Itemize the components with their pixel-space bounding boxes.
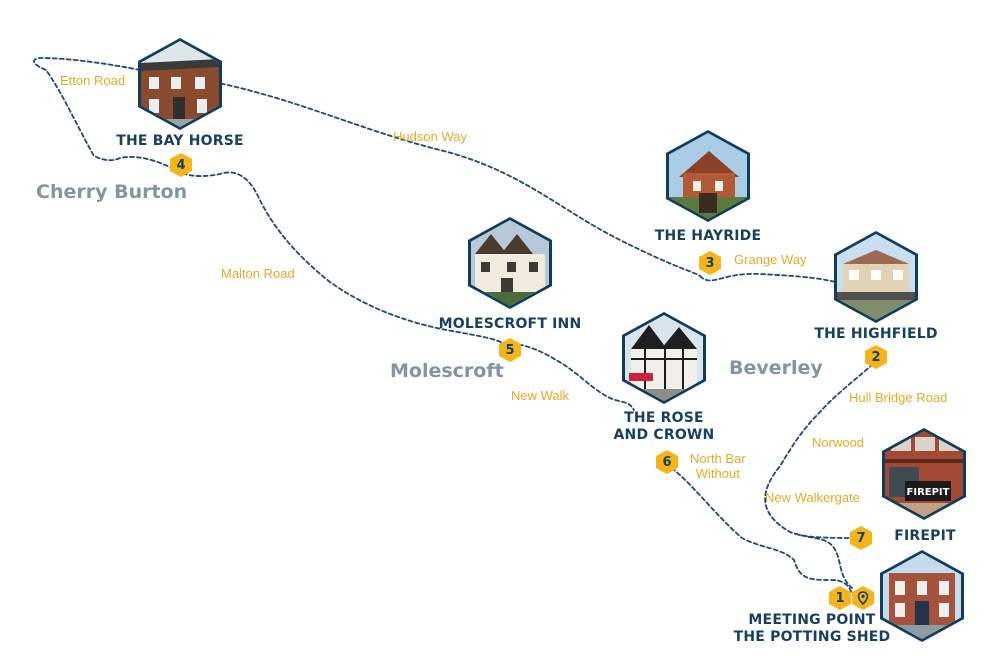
place-beverley: Beverley	[729, 357, 823, 379]
route-bay-horse-to-hayride	[213, 81, 701, 277]
molescroft-inn-image	[471, 220, 549, 306]
road-malton-road: Malton Road	[221, 266, 295, 281]
rose-and-crown-label: THE ROSE AND CROWN	[613, 410, 715, 443]
route-rose-to-meeting	[665, 463, 853, 595]
route-molescroft-to-rose	[504, 342, 635, 411]
stop-7-badge[interactable]: 7	[850, 526, 872, 550]
stop-6-badge[interactable]: 6	[656, 450, 678, 474]
route-highfield-to-meeting	[764, 363, 874, 589]
molescroft-inn-photo[interactable]	[468, 217, 552, 309]
place-molescroft: Molescroft	[390, 360, 504, 382]
road-hudson-way: Hudson Way	[393, 129, 467, 144]
stop-4-badge[interactable]: 4	[170, 153, 192, 177]
road-new-walkergate: New Walkergate	[765, 490, 860, 505]
road-etton-road: Etton Road	[60, 73, 126, 88]
potting-shed-label: MEETING POINT THE POTTING SHED	[733, 612, 891, 645]
road-new-walk: New Walk	[511, 388, 570, 403]
road-norwood: Norwood	[812, 435, 865, 450]
rose-and-crown-image	[625, 315, 703, 401]
location-pin-glyph	[857, 591, 869, 605]
road-north-bar-without: North Bar Without	[690, 451, 746, 481]
bay-horse-image	[141, 41, 219, 127]
road-hull-bridge-road: Hull Bridge Road	[849, 390, 948, 405]
rose-and-crown-photo[interactable]	[622, 312, 706, 404]
hayride-image	[669, 133, 747, 219]
stop-2-badge[interactable]: 2	[865, 345, 887, 369]
stop-5-badge[interactable]: 5	[499, 338, 521, 362]
firepit-sign-text: FIREPIT	[907, 487, 950, 498]
route-hayride-to-highfield	[699, 273, 847, 287]
firepit-photo[interactable]: FIREPIT	[882, 428, 966, 520]
location-pin-icon[interactable]	[852, 586, 874, 610]
bay-horse-label: THE BAY HORSE	[116, 133, 244, 149]
firepit-image: FIREPIT	[885, 431, 963, 517]
molescroft-inn-label: MOLESCROFT INN	[438, 316, 582, 332]
highfield-image	[837, 234, 915, 320]
stop-3-badge[interactable]: 3	[699, 251, 721, 275]
road-grange-way: Grange Way	[734, 252, 807, 267]
firepit-label: FIREPIT	[894, 528, 956, 544]
stop-1-badge[interactable]: 1	[829, 586, 851, 610]
hayride-label: THE HAYRIDE	[654, 228, 762, 244]
place-cherry-burton: Cherry Burton	[36, 181, 188, 203]
highfield-label: THE HIGHFIELD	[814, 326, 938, 342]
